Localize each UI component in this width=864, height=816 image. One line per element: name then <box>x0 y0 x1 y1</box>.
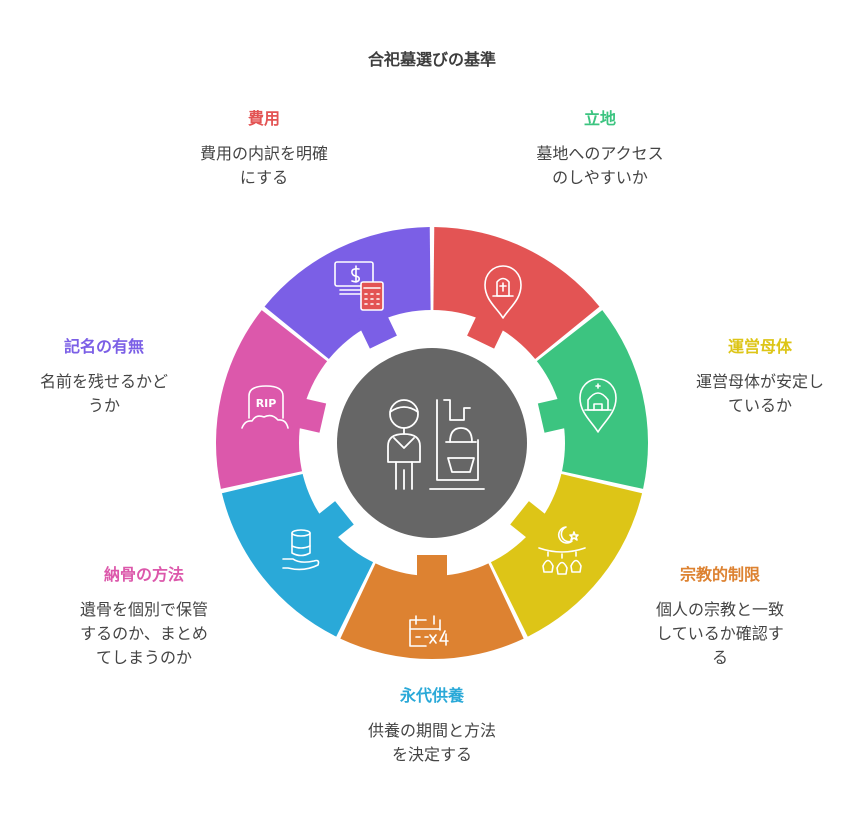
desc-line: うか <box>87 396 120 415</box>
segment-notch-operator <box>510 501 554 545</box>
desc-line: ているか <box>727 396 792 415</box>
label-block-cost: 費用 費用の内訳を明確 にする <box>164 108 364 190</box>
label-burial: 納骨の方法 <box>103 565 184 584</box>
calendar-times-four-icon <box>409 615 449 647</box>
desc-line: にする <box>239 168 289 187</box>
desc-line: のしやすいか <box>552 168 648 187</box>
rip-tombstone-icon: RIP <box>241 385 289 429</box>
crescent-lanterns-icon <box>538 526 586 575</box>
segment-notch-religion <box>417 555 447 587</box>
map-pin-temple-icon <box>579 378 617 433</box>
center-hub <box>337 348 527 538</box>
diagram-title: 合祀墓選びの基準 <box>367 50 496 69</box>
desc-line: 費用の内訳を明確 <box>199 144 328 163</box>
label-block-burial: 納骨の方法 遺骨を個別で保管 するのか、まとめ てしまうのか <box>44 564 244 670</box>
desc-line: てしまうのか <box>95 648 192 667</box>
label-operator: 運営母体 <box>727 337 792 356</box>
label-block-religion: 宗教的制限 個人の宗教と一致 しているか確認す る <box>620 564 820 670</box>
label-block-memorial: 永代供養 供養の期間と方法 を決定する <box>332 685 532 767</box>
segment-notch-name <box>356 306 397 349</box>
label-memorial: 永代供養 <box>399 686 464 705</box>
label-name: 記名の有無 <box>63 337 144 356</box>
desc-line: しているか確認す <box>656 624 784 643</box>
desc-line: 個人の宗教と一致 <box>655 600 784 619</box>
desc-line: 遺骨を個別で保管 <box>79 600 208 619</box>
segment-notch-memorial <box>310 501 354 545</box>
label-block-location: 立地 墓地へのアクセス のしやすいか <box>500 108 700 190</box>
person-at-altar-icon <box>387 399 485 490</box>
segment-notch-location <box>537 396 576 433</box>
urn-hand-icon <box>282 529 320 571</box>
label-location: 立地 <box>583 109 616 128</box>
label-religion: 宗教的制限 <box>679 565 760 584</box>
desc-line: するのか、まとめ <box>80 624 208 643</box>
svg-text:RIP: RIP <box>256 397 277 410</box>
label-cost: 費用 <box>247 109 280 128</box>
desc-line: を決定する <box>391 745 472 764</box>
desc-line: 運営母体が安定し <box>695 372 824 391</box>
label-block-name: 記名の有無 名前を残せるかど うか <box>4 336 204 418</box>
label-block-operator: 運営母体 運営母体が安定し ているか <box>660 336 860 418</box>
segment-notch-cost <box>467 306 508 349</box>
segment-notch-burial <box>288 396 327 433</box>
map-pin-grave-icon <box>484 265 522 319</box>
desc-line: 名前を残せるかど <box>39 372 168 391</box>
desc-line: る <box>711 648 728 667</box>
desc-line: 供養の期間と方法 <box>367 721 496 740</box>
desc-line: 墓地へのアクセス <box>536 144 664 163</box>
money-calculator-icon <box>334 261 384 311</box>
